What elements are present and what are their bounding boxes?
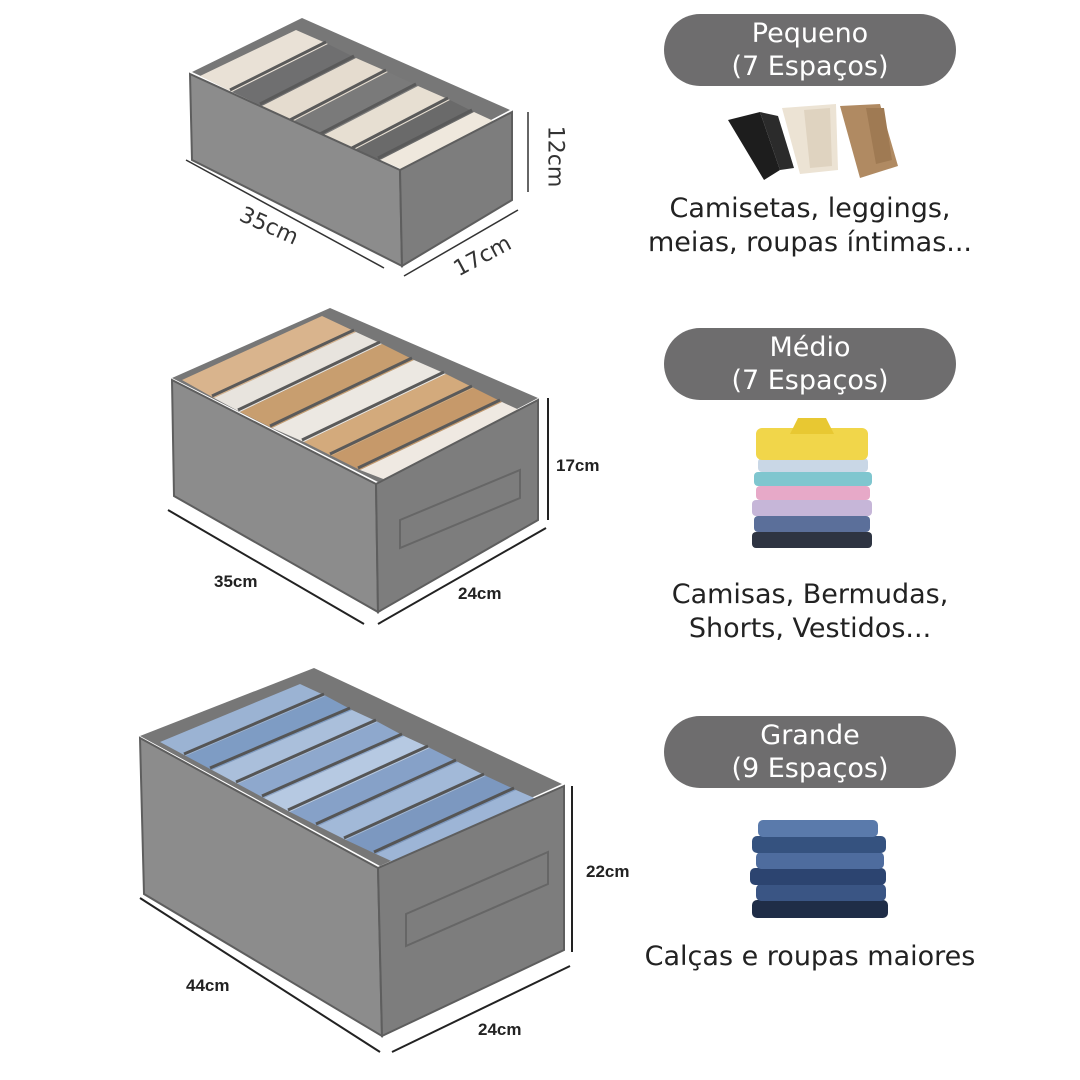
- medium-description-line2: Shorts, Vestidos...: [688, 613, 932, 644]
- large-height-label: 22cm: [586, 862, 630, 881]
- large-length-label: 44cm: [186, 976, 230, 995]
- small-size-title: Pequeno: [751, 18, 869, 49]
- large-width-label: 24cm: [478, 1020, 522, 1039]
- small-spaces-count: (7 Espaços): [731, 51, 889, 82]
- medium-size-badge: Médio (7 Espaços): [664, 328, 956, 400]
- large-organizer-box-image: [138, 668, 573, 1053]
- large-description: Calças e roupas maiores: [620, 940, 1000, 974]
- small-description-line1: Camisetas, leggings,: [669, 193, 951, 224]
- large-jeans-thumbnail: [750, 820, 888, 918]
- small-description: Camisetas, leggings, meias, roupas íntim…: [620, 192, 1000, 260]
- medium-spaces-count: (7 Espaços): [731, 365, 889, 396]
- medium-width-label: 24cm: [458, 584, 502, 603]
- large-size-title: Grande: [760, 720, 860, 751]
- small-description-line2: meias, roupas íntimas...: [647, 227, 973, 258]
- large-description-line1: Calças e roupas maiores: [644, 941, 976, 972]
- large-spaces-count: (9 Espaços): [731, 753, 889, 784]
- medium-height-label: 17cm: [556, 456, 600, 475]
- medium-size-title: Médio: [769, 332, 851, 363]
- medium-length-label: 35cm: [214, 572, 258, 591]
- medium-organizer-box-image: [167, 308, 549, 625]
- medium-description-line1: Camisas, Bermudas,: [671, 579, 949, 610]
- medium-description: Camisas, Bermudas, Shorts, Vestidos...: [620, 578, 1000, 646]
- large-size-badge: Grande (9 Espaços): [664, 716, 956, 788]
- small-organizer-box-image: [185, 18, 529, 277]
- small-size-badge: Pequeno (7 Espaços): [664, 14, 956, 86]
- medium-clothes-thumbnail: [752, 418, 872, 548]
- small-clothes-thumbnail: [728, 104, 898, 180]
